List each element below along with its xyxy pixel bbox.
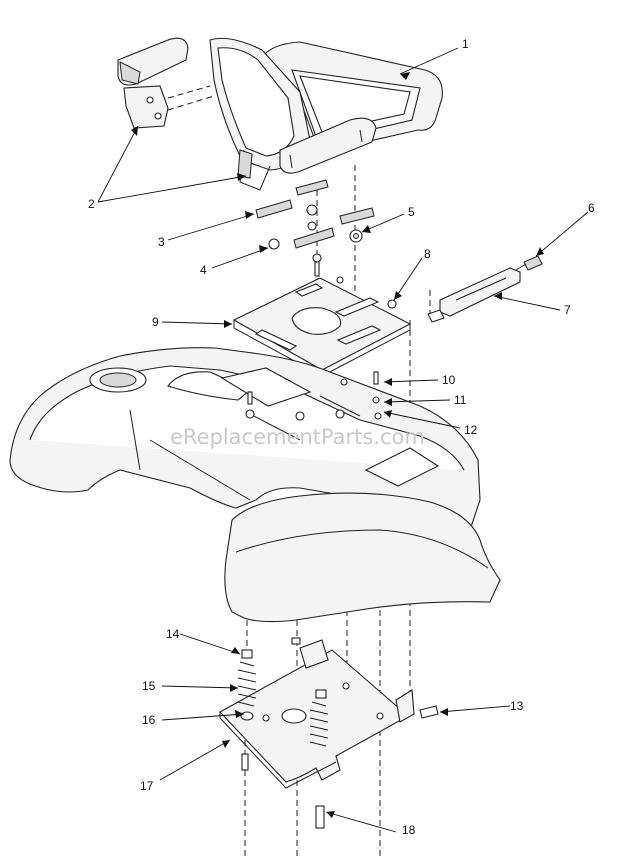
callout-1: 1 <box>462 37 469 51</box>
seat-assembly <box>209 37 443 191</box>
callout-13: 13 <box>510 699 524 713</box>
callout-4: 4 <box>200 263 207 277</box>
bolts <box>241 637 439 829</box>
callout-9: 9 <box>152 315 159 329</box>
fender-body <box>9 347 501 623</box>
seat-rails <box>255 179 375 249</box>
callout-11: 11 <box>454 393 467 407</box>
watermark: eReplacementParts.com <box>170 425 425 449</box>
callout-10: 10 <box>442 373 456 387</box>
seat-mount-plate <box>232 276 412 377</box>
callout-18: 18 <box>402 823 416 837</box>
callout-2: 2 <box>88 197 95 211</box>
callout-12: 12 <box>464 423 478 437</box>
callout-8: 8 <box>424 247 431 261</box>
callout-7: 7 <box>564 303 571 317</box>
callout-17: 17 <box>140 779 154 793</box>
suspension-plate <box>219 639 415 789</box>
callout-5: 5 <box>408 205 415 219</box>
callout-3: 3 <box>158 235 165 249</box>
callout-6: 6 <box>588 201 595 215</box>
callout-15: 15 <box>142 679 156 693</box>
callout-labels: 1 2 3 4 5 6 7 8 9 10 11 12 13 14 15 16 1… <box>88 37 595 837</box>
seat-hardware <box>268 204 363 277</box>
armrest-assembly <box>117 37 215 129</box>
callout-16: 16 <box>142 713 156 727</box>
arrowheads <box>131 72 544 818</box>
callout-14: 14 <box>166 627 180 641</box>
seat-switch <box>427 255 543 323</box>
